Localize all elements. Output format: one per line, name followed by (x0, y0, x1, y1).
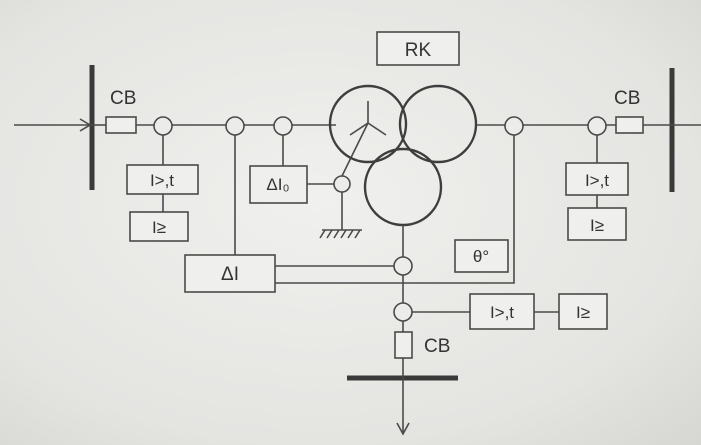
neutral-conductor (341, 122, 369, 177)
differential-label: ΔI (221, 264, 239, 285)
circuit-breaker-right (615, 116, 644, 134)
relay-right-overcurrent-label: I>,t (585, 171, 609, 190)
differential-connection (275, 135, 515, 284)
transformer-winding-primary (328, 84, 408, 164)
current-transformer (587, 116, 607, 136)
current-transformer (153, 116, 173, 136)
star-connection-icon (349, 101, 387, 136)
temperature-label: θ° (473, 247, 489, 266)
relay-left-instant (129, 211, 189, 242)
relay-bottom-instant-label: I≥ (576, 303, 590, 322)
current-transformer (225, 116, 245, 136)
relay-right-instant (567, 207, 627, 241)
current-transformer (273, 116, 293, 136)
cb-bottom-label: CB (424, 336, 450, 357)
outgoing-arrow-icon (396, 422, 410, 436)
rk-box (376, 31, 460, 66)
relay-differential (184, 254, 276, 293)
current-transformer (393, 302, 413, 322)
relay-bottom-overcurrent (469, 293, 535, 330)
incoming-arrow-icon (79, 118, 92, 132)
relay-right-instant-label: I≥ (590, 216, 604, 235)
relay-bottom-overcurrent-label: I>,t (490, 303, 514, 322)
transformer-winding-secondary (398, 84, 478, 164)
circuit-breaker-left (105, 116, 137, 134)
relay-bottom-instant (558, 293, 608, 330)
relay-left-overcurrent (126, 164, 199, 195)
current-transformer (504, 116, 524, 136)
restricted-earth-fault-label: ΔI₀ (266, 175, 289, 194)
ground-hatch-icon (319, 229, 361, 239)
relay-left-instant-label: I≥ (152, 218, 166, 237)
transformer-winding-tertiary (363, 147, 443, 227)
cb-right-label: CB (614, 88, 640, 109)
current-transformer (393, 256, 413, 276)
relay-left-overcurrent-label: I>,t (150, 171, 174, 190)
relay-right-overcurrent (565, 162, 629, 196)
neutral-current-transformer (333, 175, 351, 193)
circuit-breaker-bottom (394, 331, 413, 359)
temperature-relay (454, 239, 509, 273)
cb-left-label: CB (110, 88, 136, 109)
rk-label: RK (405, 40, 432, 61)
